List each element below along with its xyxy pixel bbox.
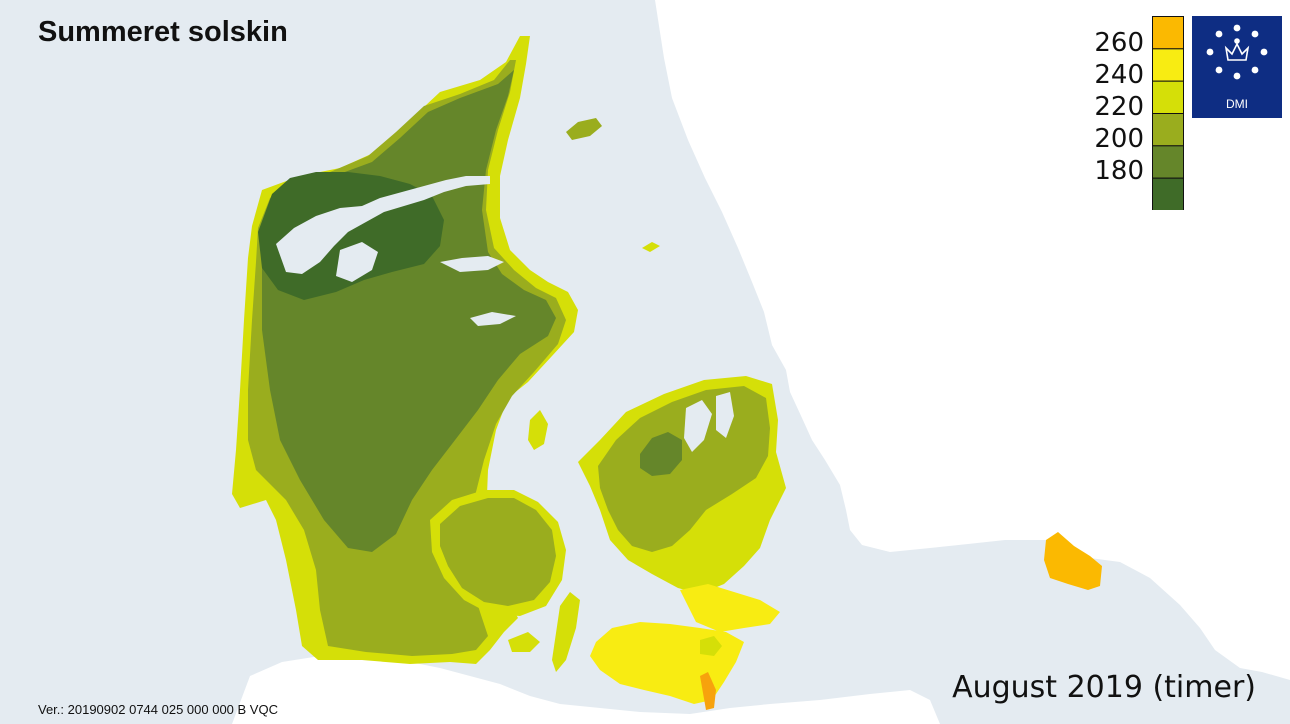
- roskilde-fjord-water: [716, 392, 734, 438]
- dmi-logo-text: DMI: [1226, 97, 1248, 111]
- bornholm-island: [1044, 532, 1102, 590]
- dmi-logo: DMI: [1192, 16, 1282, 118]
- lolland-patch-220-240: [700, 636, 722, 656]
- map-title: Summeret solskin: [38, 16, 288, 48]
- south-zealand-band-240-260: [680, 584, 780, 632]
- fjord-east: [440, 256, 504, 272]
- legend-swatch: [1152, 145, 1184, 179]
- legend-tick-label: 180: [1094, 156, 1144, 186]
- limfjord-water-2: [336, 242, 378, 282]
- falster-peak-above-260: [700, 672, 716, 710]
- legend-swatch: [1152, 16, 1184, 50]
- legend-tick-label: 200: [1094, 124, 1144, 154]
- oland-island: [1238, 40, 1290, 360]
- legend-color-scale: [1152, 16, 1184, 210]
- sweden-land: [655, 0, 1290, 680]
- fjord-east-2: [470, 312, 516, 326]
- legend-tick-label: 260: [1094, 28, 1144, 58]
- legend-swatch: [1152, 177, 1184, 210]
- crown-icon: [1224, 38, 1250, 61]
- funen-band-200-220: [440, 498, 556, 606]
- germany-land: [232, 654, 940, 724]
- legend-swatch: [1152, 80, 1184, 114]
- star-ring-icon: [1206, 24, 1268, 80]
- isefjord-water: [684, 400, 712, 452]
- period-label: August 2019 (timer): [952, 670, 1256, 705]
- dmi-logo-background: [1192, 16, 1282, 118]
- legend-swatch: [1152, 48, 1184, 82]
- samso-island: [528, 410, 548, 450]
- aero-island: [508, 632, 540, 652]
- legend-tick-label: 240: [1094, 60, 1144, 90]
- legend-swatch: [1152, 113, 1184, 147]
- langeland-island: [552, 592, 580, 672]
- laeso-island: [566, 118, 602, 140]
- anholt-island: [642, 242, 660, 252]
- zealand-core-180-200: [640, 432, 682, 476]
- version-text: Ver.: 20190902 0744 025 000 000 B VQC: [38, 702, 278, 717]
- legend-tick-label: 220: [1094, 92, 1144, 122]
- limfjord-water: [276, 176, 490, 274]
